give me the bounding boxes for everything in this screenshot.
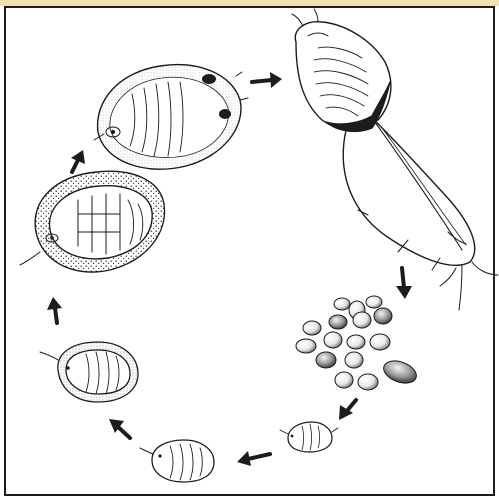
egg: [374, 308, 392, 324]
arrow-icon: [252, 72, 282, 88]
egg: [324, 332, 342, 348]
adult-female-with-ovisac: [292, 9, 498, 310]
arrow-icon: [339, 400, 356, 420]
waxy-scale-nymph: [20, 171, 165, 272]
egg: [303, 321, 321, 335]
egg: [381, 357, 420, 387]
young-adult-female: [94, 65, 248, 170]
arrow-icon: [109, 419, 130, 438]
arrow-icon: [237, 451, 270, 466]
egg: [358, 374, 378, 390]
third-instar-nymph: [40, 342, 138, 402]
egg: [370, 334, 390, 350]
egg: [296, 339, 316, 353]
first-instar-crawler: [280, 422, 338, 452]
second-instar-nymph: [140, 440, 214, 482]
arrow-icon: [71, 150, 85, 172]
egg: [366, 296, 382, 308]
arrow-icon: [396, 268, 412, 299]
egg: [334, 298, 350, 310]
egg: [329, 315, 347, 329]
egg: [347, 335, 365, 349]
arrow-icon: [47, 297, 62, 323]
egg: [335, 372, 353, 388]
egg: [353, 312, 371, 328]
egg: [316, 352, 336, 368]
egg: [345, 352, 363, 368]
eggs: [296, 296, 419, 390]
